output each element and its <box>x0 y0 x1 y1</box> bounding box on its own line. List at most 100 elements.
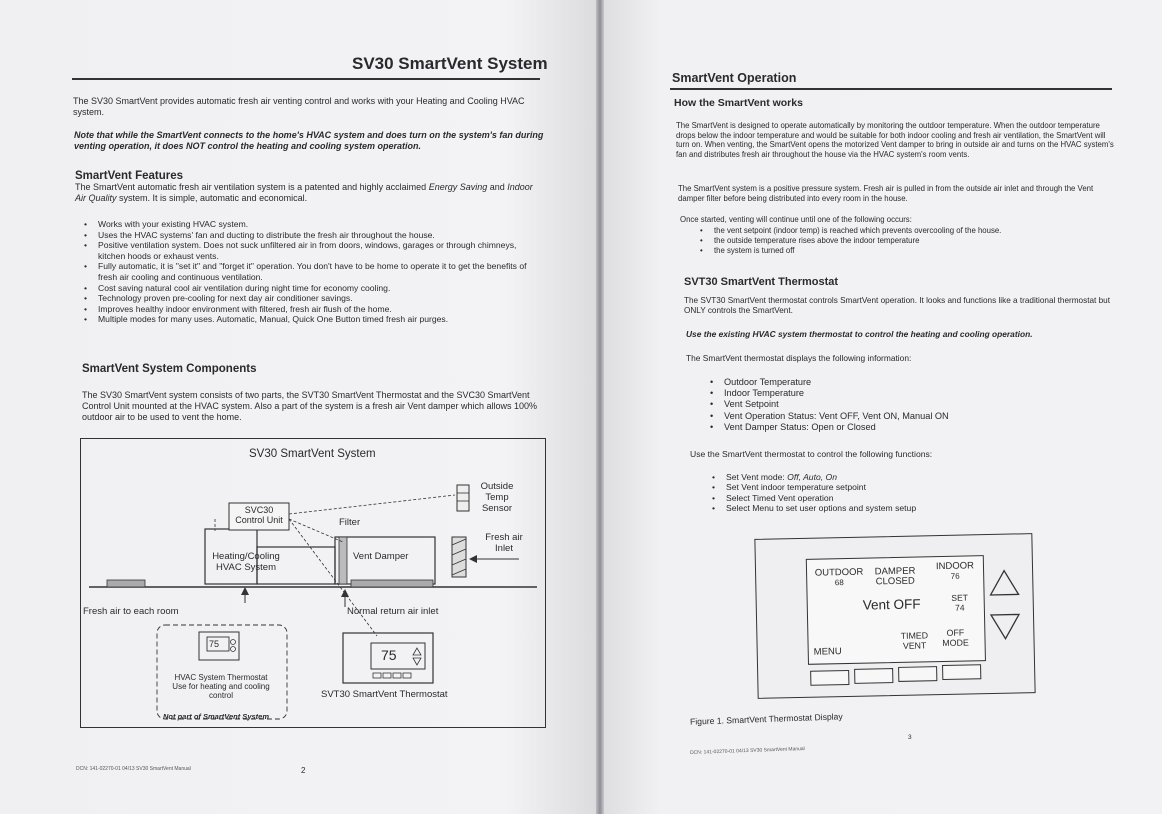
left-page: SV30 SmartVent System The SV30 SmartVent… <box>0 0 596 814</box>
list-item: Set Vent mode: Off, Auto, On <box>704 472 1104 483</box>
left-footer: DCN: 141-02270-01 04/13 SV30 SmartVent M… <box>76 766 191 772</box>
fresh-inlet-line: Fresh air <box>485 532 523 543</box>
function-text: Set Vent mode: <box>726 472 788 482</box>
outside-sensor-line: Outside <box>480 481 514 492</box>
section-rule <box>670 88 1112 90</box>
hvac-thermostat-label: HVAC System Thermostat Use for heating a… <box>161 673 281 700</box>
svc-label: SVC30 Control Unit <box>229 505 289 525</box>
list-item: Uses the HVAC systems' fan and ducting t… <box>76 230 538 241</box>
svt-heading: SVT30 SmartVent Thermostat <box>684 276 839 288</box>
damper-value: CLOSED <box>875 575 915 588</box>
list-item: the system is turned off <box>692 246 1112 256</box>
svt-paragraph: The SVT30 SmartVent thermostat controls … <box>684 296 1110 315</box>
right-footer: DCN: 141-02270-01 04/13 SV30 SmartVent M… <box>689 745 805 757</box>
list-item: Vent Damper Status: Open or Closed <box>702 422 1102 433</box>
once-paragraph: Once started, venting will continue unti… <box>680 215 912 224</box>
system-diagram: SV30 SmartVent System SVC30 Control Unit… <box>80 438 546 728</box>
list-item: Works with your existing HVAC system. <box>76 219 538 230</box>
svt-note: Use the existing HVAC system thermostat … <box>686 329 1033 339</box>
list-item: Cost saving natural cool air ventilation… <box>76 283 538 294</box>
list-item: Technology proven pre-cooling for next d… <box>76 293 538 304</box>
book-gutter <box>596 0 604 814</box>
list-item: Positive ventilation system. Does not su… <box>76 240 538 261</box>
indoor-label: INDOOR <box>935 560 975 573</box>
functions-list: Set Vent mode: Off, Auto, On Set Vent in… <box>704 472 1104 514</box>
arrow-buttons <box>989 569 1021 640</box>
hvac-thermostat-line: HVAC System Thermostat <box>174 673 268 682</box>
hvac-thermostat-display: 75 <box>209 639 220 649</box>
list-item: Vent Setpoint <box>702 399 1102 410</box>
fresh-inlet-line: Inlet <box>495 543 513 554</box>
hvac-label-line: Heating/Cooling <box>212 551 280 562</box>
functions-paragraph: Use the SmartVent thermostat to control … <box>690 449 933 459</box>
right-page: SmartVent Operation How the SmartVent wo… <box>604 0 1162 814</box>
list-item: Improves healthy indoor environment with… <box>76 304 538 315</box>
svc-label-line: SVC30 <box>244 505 274 515</box>
setpoint-readout: SET 74 <box>945 592 975 613</box>
outdoor-label: OUTDOOR <box>814 566 864 579</box>
vent-status: Vent OFF <box>862 596 921 613</box>
how-paragraph: The SmartVent is designed to operate aut… <box>676 121 1114 159</box>
left-page-number: 2 <box>301 766 306 775</box>
off-mode-line: MODE <box>942 637 969 649</box>
off-mode-button[interactable] <box>942 664 982 681</box>
components-heading: SmartVent System Components <box>82 363 257 375</box>
timed-vent-button[interactable] <box>898 666 938 682</box>
pressure-paragraph: The SmartVent system is a positive press… <box>678 184 1094 203</box>
displays-paragraph: The SmartVent thermostat displays the fo… <box>686 353 912 363</box>
features-text: system. It is simple, automatic and econ… <box>116 193 308 203</box>
list-item: Outdoor Temperature <box>702 377 1102 388</box>
fresh-each-room-label: Fresh air to each room <box>83 606 179 617</box>
list-item: Multiple modes for many uses. Automatic,… <box>76 314 538 325</box>
return-inlet-label: Normal return air inlet <box>347 606 439 617</box>
list-item: Fully automatic, it is "set it" and "for… <box>76 261 538 282</box>
features-emphasis: Indoor Air Quality <box>75 182 533 203</box>
section-heading: SmartVent Operation <box>672 71 797 85</box>
function-modes: Off, Auto, On <box>787 472 837 482</box>
set-value: 74 <box>954 602 965 613</box>
timed-vent-label: TIMED VENT <box>897 630 931 651</box>
diagram-title: SV30 SmartVent System <box>249 448 376 460</box>
right-page-number: 3 <box>908 734 912 741</box>
outside-sensor-line: Sensor <box>481 503 513 514</box>
title-rule <box>72 78 540 80</box>
list-item: the outside temperature rises above the … <box>692 236 1112 246</box>
components-paragraph: The SV30 SmartVent system consists of tw… <box>82 390 538 422</box>
features-paragraph: The SmartVent automatic fresh air ventil… <box>75 182 545 204</box>
list-item: Select Menu to set user options and syst… <box>704 503 1104 514</box>
thermostat-figure: OUTDOOR 68 DAMPER CLOSED INDOOR 76 Vent … <box>754 533 1036 699</box>
indoor-readout: INDOOR 76 <box>932 560 978 582</box>
menu-button[interactable] <box>810 669 850 686</box>
timed-line: VENT <box>902 640 927 651</box>
svc-label-line: Control Unit <box>235 515 283 525</box>
outdoor-readout: OUTDOOR 68 <box>812 566 866 589</box>
features-emphasis: Energy Saving <box>428 182 488 192</box>
figure-caption: Figure 1. SmartVent Thermostat Display <box>689 711 843 727</box>
hvac-system-label: Heating/Cooling HVAC System <box>205 551 287 573</box>
list-item: Indoor Temperature <box>702 388 1102 399</box>
outside-sensor-line: Temp <box>485 492 509 503</box>
hvac-thermostat-line: Use for heating and cooling <box>172 682 270 691</box>
display-button[interactable] <box>854 668 894 684</box>
not-part-label: Not part of SmartVent System <box>163 712 269 721</box>
damper-readout: DAMPER CLOSED <box>870 566 920 588</box>
fresh-air-inlet-label: Fresh air Inlet <box>475 532 533 554</box>
indoor-value: 76 <box>950 571 960 581</box>
up-arrow-button[interactable] <box>989 569 1020 596</box>
displays-list: Outdoor Temperature Indoor Temperature V… <box>702 377 1102 433</box>
list-item: Set Vent indoor temperature setpoint <box>704 482 1104 493</box>
vent-damper-label: Vent Damper <box>353 551 409 562</box>
how-heading: How the SmartVent works <box>674 97 803 109</box>
features-text: and <box>487 182 508 192</box>
list-item: Vent Operation Status: Vent OFF, Vent ON… <box>702 411 1102 422</box>
down-arrow-button[interactable] <box>989 613 1021 640</box>
svt-thermostat-label: SVT30 SmartVent Thermostat <box>321 689 448 700</box>
outside-sensor-label: Outside Temp Sensor <box>477 481 517 514</box>
filter-label: Filter <box>339 517 361 528</box>
note-paragraph: Note that while the SmartVent connects t… <box>74 130 544 151</box>
hvac-label-line: HVAC System <box>215 562 276 573</box>
outdoor-value: 68 <box>834 578 844 588</box>
off-mode-label: OFF MODE <box>937 627 973 648</box>
once-list: the vent setpoint (indoor temp) is reach… <box>692 226 1112 256</box>
svt-thermostat-display: 75 <box>381 647 397 663</box>
